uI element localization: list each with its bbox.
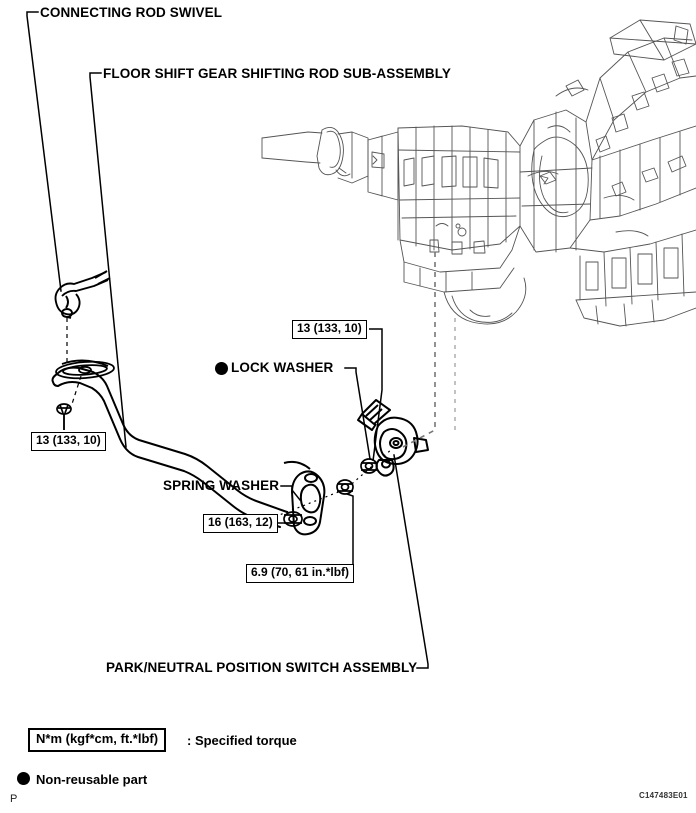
connecting-rod-swivel-part xyxy=(54,270,111,319)
torque-spec-switch-lower: 6.9 (70, 61 in.*lbf) xyxy=(246,564,355,583)
callout-park-neutral-position-switch-assembly: PARK/NEUTRAL POSITION SWITCH ASSEMBLY xyxy=(106,660,418,675)
figure-code: C147483E01 xyxy=(639,791,688,800)
alignment-line-link xyxy=(263,448,393,522)
legend-non-reusable-bullet xyxy=(17,772,30,785)
page-mark: P xyxy=(10,793,18,805)
alignment-line-front-bolt xyxy=(71,375,82,405)
non-reusable-bullet-lock-washer xyxy=(215,362,228,375)
callout-lock-washer: LOCK WASHER xyxy=(231,360,334,375)
locator-line-switch xyxy=(402,252,436,448)
leader-lines xyxy=(26,11,429,669)
rod-front-eye xyxy=(55,359,115,380)
bolt-link-middle xyxy=(336,479,354,495)
callout-connecting-rod-swivel: CONNECTING ROD SWIVEL xyxy=(40,5,223,20)
torque-spec-rod-link: 16 (163, 12) xyxy=(203,514,278,533)
legend-non-reusable-label: Non-reusable part xyxy=(36,772,148,787)
park-neutral-position-switch xyxy=(357,399,429,477)
legend-torque-meaning: : Specified torque xyxy=(187,733,297,748)
callout-floor-shift-gear-shifting-rod-sub-assembly: FLOOR SHIFT GEAR SHIFTING ROD SUB-ASSEMB… xyxy=(103,66,451,81)
bolt-link-upper xyxy=(360,458,378,474)
legend-torque-box: N*m (kgf*cm, ft.*lbf) xyxy=(28,728,167,752)
transmission-engine-assembly xyxy=(261,19,696,327)
callout-spring-washer: SPRING WASHER xyxy=(163,478,280,493)
torque-spec-switch-upper: 13 (133, 10) xyxy=(292,320,367,339)
torque-spec-rod-front: 13 (133, 10) xyxy=(31,432,106,451)
